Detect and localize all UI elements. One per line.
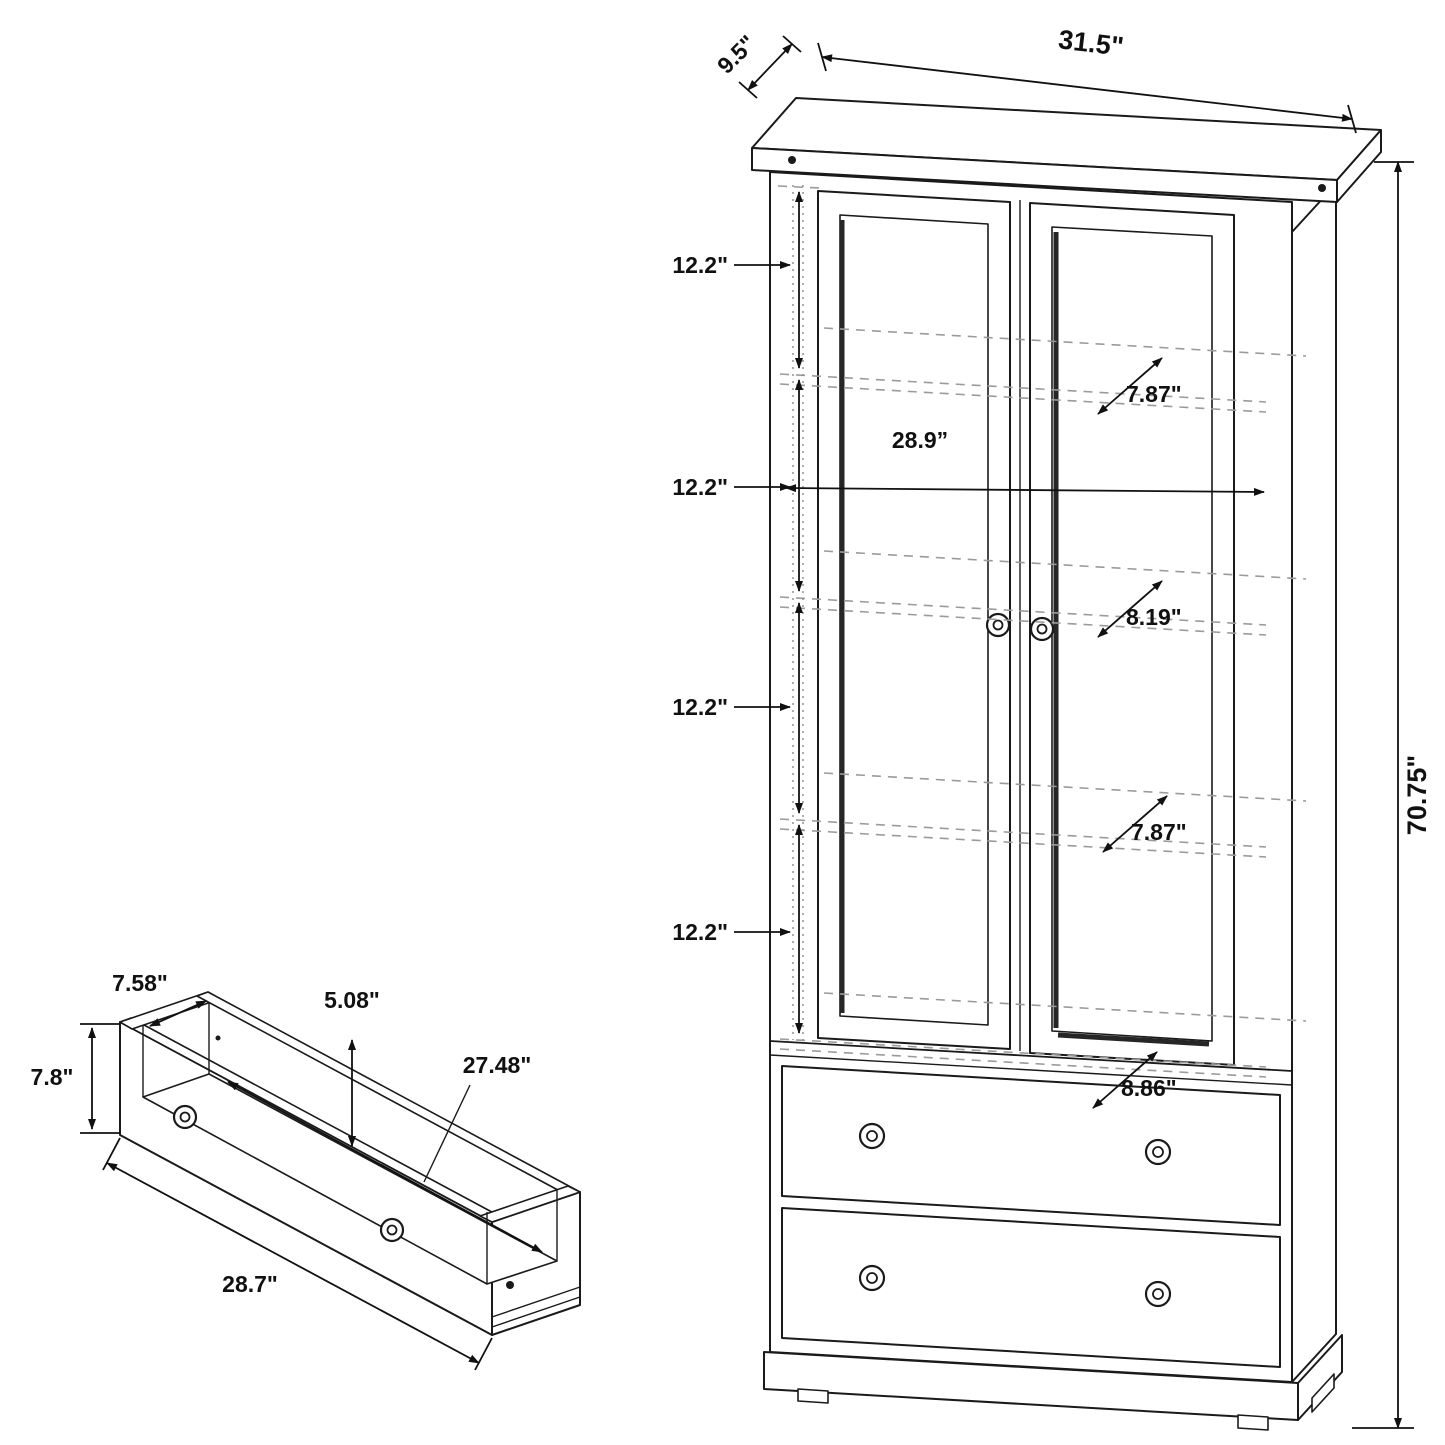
divider-line bbox=[769, 1040, 1293, 1072]
interior-shelves bbox=[777, 185, 1307, 1078]
depth-tick bbox=[782, 35, 802, 53]
shelf-thickness-edge bbox=[779, 1048, 1267, 1078]
dim-shelf-spacing-2: 12.2" bbox=[672, 474, 791, 500]
shelf-back-edge bbox=[823, 992, 1307, 1022]
dim-spacing-middle: 8.19" bbox=[1097, 580, 1182, 638]
cabinet-foot bbox=[1237, 1414, 1269, 1431]
drawer-knob-center bbox=[1152, 1146, 1164, 1158]
width-tick bbox=[1347, 104, 1357, 134]
spacing-diag-arrow bbox=[1102, 795, 1168, 853]
dim-shelf-spacing-4: 12.2" bbox=[672, 919, 791, 945]
shelf-pin-columns bbox=[792, 185, 804, 1040]
dim-shelf-spacing-label: 12.2" bbox=[672, 252, 728, 278]
dim-shelf-spacing-3: 12.2" bbox=[672, 694, 791, 720]
dim-spacing-top-label: 7.87" bbox=[1126, 381, 1182, 407]
dim-drawer-inner-length: 27.48" bbox=[227, 1052, 543, 1253]
base-side bbox=[1297, 1334, 1343, 1421]
side-panel-line bbox=[491, 1286, 581, 1318]
right-door-glass bbox=[1051, 226, 1213, 1042]
extension-line bbox=[102, 1137, 121, 1171]
shelf-thickness-edge bbox=[779, 383, 1267, 413]
glass-bottom-shadow bbox=[1057, 1032, 1210, 1047]
screw-dot bbox=[788, 156, 796, 164]
dim-spacing-middle-label: 8.19" bbox=[1126, 604, 1182, 630]
dim-shelf-spacing-label: 12.2" bbox=[672, 919, 728, 945]
inner-depth-arrow bbox=[149, 1000, 207, 1027]
door-knob-center bbox=[992, 619, 1004, 631]
width-tick bbox=[817, 42, 827, 72]
dim-drawer-front-height: 7.8" bbox=[31, 1023, 120, 1134]
spacing-diag-arrow bbox=[1097, 580, 1163, 638]
side-panel-line bbox=[491, 1296, 581, 1328]
cabinet-drawer-front-upper bbox=[781, 1065, 1281, 1226]
cabinet-foot bbox=[797, 1388, 829, 1404]
dim-spacing-bottom: 8.86" bbox=[1092, 1051, 1177, 1109]
dim-inner-length-label: 27.48" bbox=[463, 1052, 531, 1078]
dim-height: 70.75" bbox=[1352, 161, 1432, 1429]
dim-depth-label: 9.5" bbox=[712, 30, 761, 79]
extension-line bbox=[474, 1337, 493, 1371]
depth-arrow bbox=[747, 43, 793, 91]
dim-inner-height-label: 5.08" bbox=[324, 987, 380, 1013]
top-side-edge bbox=[1336, 129, 1382, 203]
spacing-diag-arrow bbox=[1097, 357, 1163, 415]
left-door-glass bbox=[839, 214, 989, 1026]
shelf-thickness-edge bbox=[779, 606, 1267, 636]
cabinet-base bbox=[763, 1334, 1343, 1431]
shelf-thickness-edge bbox=[779, 828, 1267, 858]
door-knob-center bbox=[1036, 623, 1048, 635]
dim-length-label: 28.7" bbox=[222, 1271, 278, 1297]
dim-shelf-spacing-label: 12.2" bbox=[672, 694, 728, 720]
shelf-front-edge bbox=[779, 818, 1267, 848]
drawer-knob-center bbox=[866, 1272, 878, 1284]
side-screw-dot bbox=[506, 1281, 514, 1289]
upper-drawer-knobs bbox=[858, 1122, 1172, 1166]
drawer-diagram: 7.8" 7.58" 5.08" 27.48" 28.7" bbox=[31, 970, 581, 1371]
dim-front-height-label: 7.8" bbox=[31, 1064, 74, 1090]
cabinet-drawer-front-lower bbox=[781, 1207, 1281, 1368]
drawer-knob-center bbox=[179, 1111, 191, 1123]
dim-inner-depth-label: 7.58" bbox=[112, 970, 168, 996]
shelf-back-edge bbox=[823, 327, 1307, 357]
shelf-front-edge bbox=[779, 596, 1267, 626]
top-reference-tick bbox=[777, 185, 821, 189]
dim-drawer-length: 28.7" bbox=[102, 1137, 493, 1371]
dim-shelf-spacing-1: 12.2" bbox=[672, 252, 791, 278]
screw-dot bbox=[1318, 184, 1326, 192]
dim-drawer-inner-depth: 7.58" bbox=[112, 970, 207, 1027]
dim-spacing-lower-label: 7.87" bbox=[1131, 819, 1187, 845]
lower-drawer-knobs bbox=[858, 1264, 1172, 1308]
divider-line bbox=[769, 1054, 1293, 1086]
spacing-diag-arrow bbox=[1092, 1051, 1158, 1109]
shelf-back-edge bbox=[823, 772, 1307, 802]
dim-interior-width-label: 28.9” bbox=[892, 427, 948, 453]
dim-depth: 9.5" bbox=[712, 30, 802, 99]
interior-dot bbox=[215, 1035, 221, 1041]
dim-height-label: 70.75" bbox=[1402, 755, 1432, 835]
shelf-front-edge bbox=[779, 1038, 1267, 1068]
depth-tick bbox=[738, 81, 758, 99]
dim-spacing-lower: 7.87" bbox=[1102, 795, 1187, 853]
length-arrow bbox=[106, 1162, 480, 1364]
cabinet-foot bbox=[1311, 1373, 1335, 1413]
dim-shelf-spacing-label: 12.2" bbox=[672, 474, 728, 500]
drawer-knob-center bbox=[866, 1130, 878, 1142]
shelf-front-edge bbox=[779, 373, 1267, 403]
drawer-knob-center bbox=[386, 1224, 398, 1236]
interior-width-arrow bbox=[785, 484, 1265, 496]
cabinet-side-face bbox=[1291, 183, 1337, 1383]
dim-width-label: 31.5" bbox=[1057, 24, 1125, 61]
drawer-box bbox=[119, 991, 581, 1336]
dim-spacing-bottom-label: 8.86" bbox=[1121, 1075, 1177, 1101]
cabinet-diagram: 9.5" 31.5" 70.75" 12.2" 12.2" 12.2" bbox=[672, 24, 1432, 1431]
shelf-back-edge bbox=[823, 550, 1307, 580]
dim-interior-width: 28.9” bbox=[785, 427, 1265, 496]
dim-spacing-top: 7.87" bbox=[1097, 357, 1182, 415]
drawer-knob-center bbox=[1152, 1288, 1164, 1300]
width-arrow bbox=[821, 54, 1353, 122]
